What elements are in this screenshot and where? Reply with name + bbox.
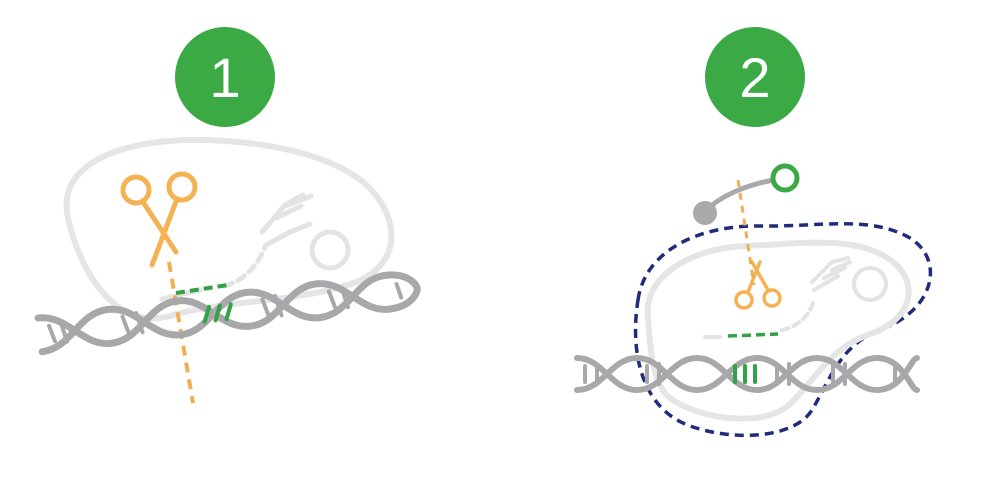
delivery-vehicle-outline <box>633 222 933 438</box>
scissors-icon <box>120 171 198 268</box>
panel-step-1: 1 <box>34 27 421 404</box>
scissors-icon-2 <box>734 260 782 310</box>
guide-sequence-2 <box>727 332 779 338</box>
guide-sequence <box>175 283 229 295</box>
guide-rna-2 <box>703 256 888 339</box>
probe-molecule <box>693 163 800 225</box>
dna-helix <box>34 271 421 356</box>
target-site-2 <box>733 364 757 384</box>
panel-step-2: 2 <box>574 27 933 438</box>
step-2-number: 2 <box>739 46 770 109</box>
cut-line-2 <box>736 179 756 286</box>
step-1-badge: 1 <box>175 27 275 127</box>
dna-helix-2 <box>574 354 920 394</box>
target-site <box>202 302 233 324</box>
cas9-complex-outline-2 <box>644 239 912 422</box>
step-1-number: 1 <box>209 46 240 109</box>
step-2-badge: 2 <box>705 27 805 127</box>
guide-rna <box>159 192 351 302</box>
